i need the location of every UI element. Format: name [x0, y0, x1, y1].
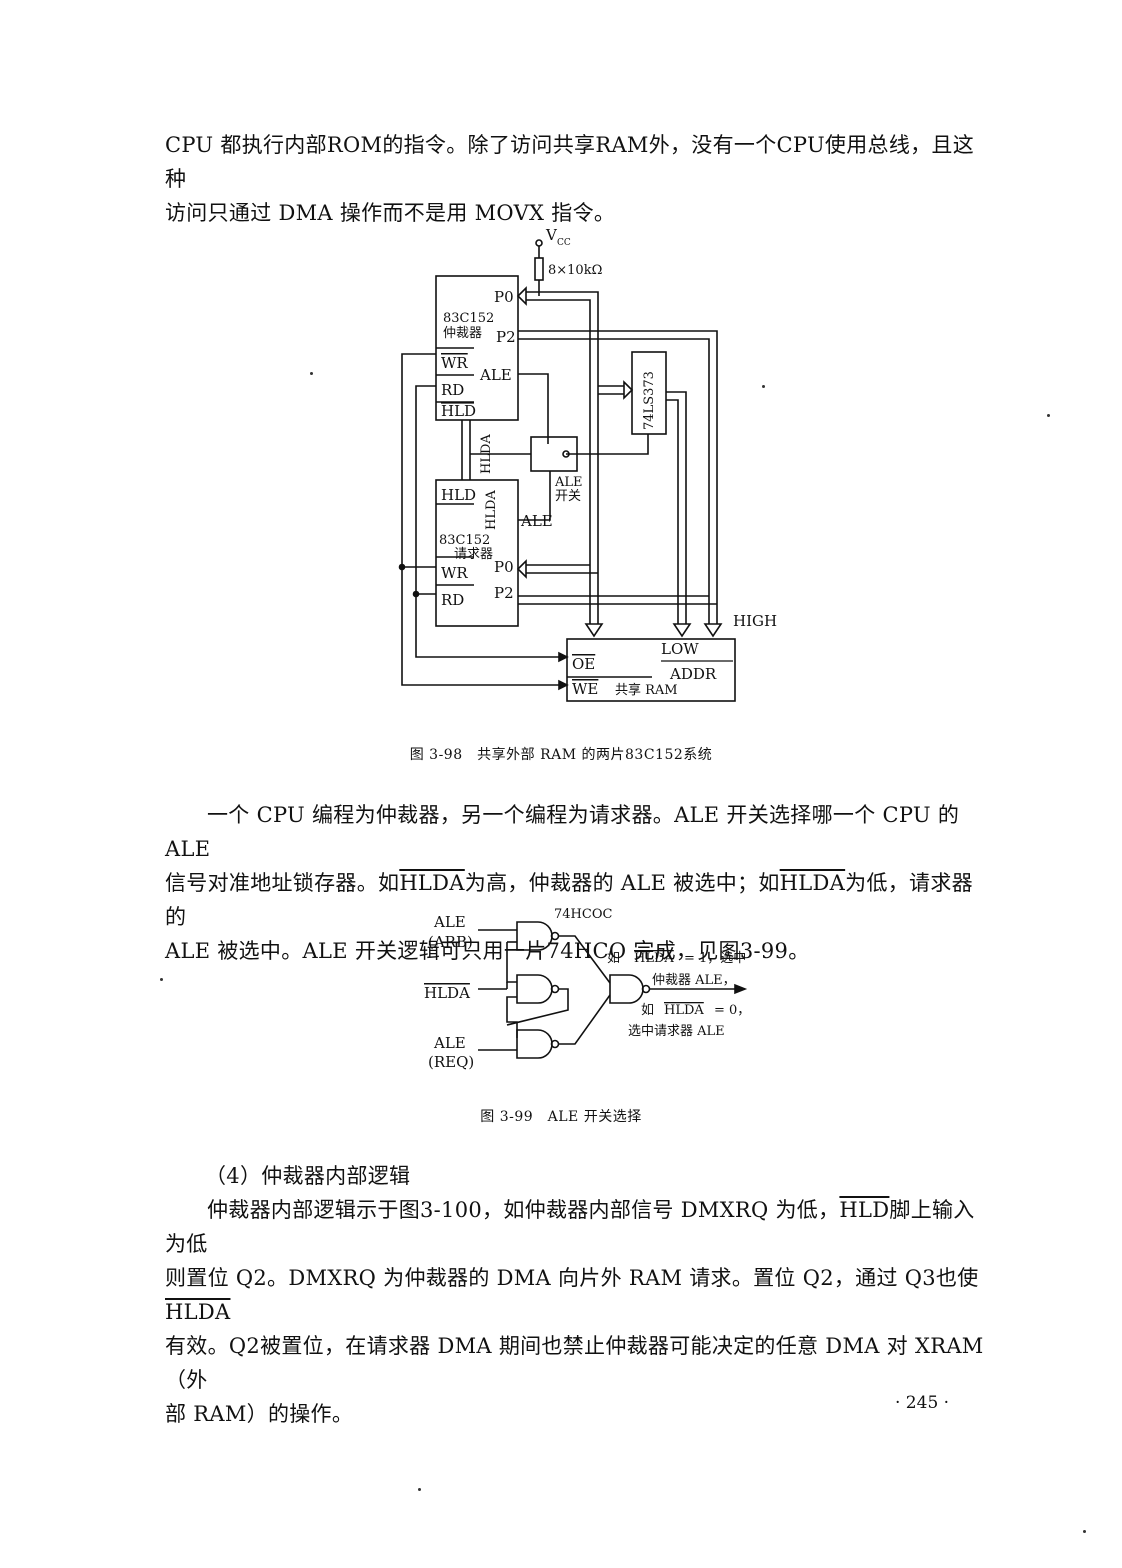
requester-hlda-label: HLDA — [484, 490, 499, 530]
latch-label: 74LS373 — [642, 371, 657, 430]
para2-line-2c: 为高，仲裁器的 ALE 被选中；如 — [464, 871, 780, 895]
gate-out-3c: = 0， — [714, 1003, 750, 1018]
gate-out-1a: 如 — [607, 950, 620, 966]
para2-line-3: ALE 被选中。ALE 开关逻辑可只用一片74HCO 完成，见图3-99。 — [165, 939, 810, 963]
requester-p2-label: P2 — [494, 584, 514, 602]
gate-out-3a: 如 — [641, 1002, 654, 1018]
scan-speck — [310, 372, 313, 375]
arbiter-hld-label: HLD — [441, 402, 476, 420]
section-line-3: 有效。Q2被置位，在请求器 DMA 期间也禁止仲裁器可能决定的任意 DMA 对 … — [165, 1334, 984, 1392]
ale-switch-label: ALE — [554, 475, 583, 490]
section-line-2a: 则置位 Q2。DMXRQ 为仲裁器的 DMA 向片外 RAM 请求。置位 Q2，… — [165, 1266, 979, 1290]
section-4-text: （4）仲裁器内部逻辑 仲裁器内部逻辑示于图3-100，如仲裁器内部信号 DMXR… — [165, 1159, 987, 1431]
gate-in1-sub-label: (ARB) — [428, 933, 473, 951]
requester-chip-label: 83C152 — [439, 533, 490, 548]
ale-switch-label-2: 开关 — [555, 489, 581, 504]
requester-role-label: 请求器 — [454, 547, 493, 562]
page-number: · 245 · — [895, 1393, 950, 1413]
gate-in3-sub-label: (REQ) — [428, 1053, 474, 1071]
ram-oe-label: OE — [572, 655, 595, 673]
scan-speck — [1083, 1530, 1086, 1533]
figure-3-99-caption: 图 3-99 ALE 开关选择 — [480, 1109, 642, 1125]
vcc-label: V — [545, 226, 558, 244]
gate-chip-label: 74HCOC — [554, 907, 612, 922]
figure-3-98-circuit: V CC 8×10kΩ P0 83C152 仲裁器 P2 WR ALE RD H… — [398, 226, 777, 702]
section-line-1c: 脚上输入为低 — [165, 1198, 975, 1256]
para2-hlda-1: HLDA — [399, 871, 465, 895]
intro-paragraph: CPU 都执行内部ROM的指令。除了访问共享RAM外，没有一个CPU使用总线，且… — [165, 128, 987, 230]
figure-3-98-caption: 图 3-98 共享外部 RAM 的两片83C152系统 — [409, 747, 713, 763]
section-line-1a: 仲裁器内部逻辑示于图3-100，如仲裁器内部信号 DMXRQ 为低， — [207, 1198, 840, 1222]
intro-line-2: 访问只通过 DMA 操作而不是用 MOVX 指令。 — [165, 201, 616, 225]
scan-speck — [1047, 414, 1050, 417]
arbiter-wr-label: WR — [441, 354, 468, 372]
gate-in2-label: HLDA — [424, 984, 470, 1002]
resistor-label: 8×10kΩ — [548, 263, 602, 278]
ram-name-label: 共享 RAM — [615, 682, 678, 698]
scan-speck — [370, 1338, 373, 1341]
ram-addr-label: ADDR — [669, 665, 717, 683]
requester-wr-label: WR — [441, 564, 468, 582]
requester-ale-label: ALE — [520, 512, 553, 530]
arbiter-role-label: 仲裁器 — [443, 325, 482, 341]
scan-speck — [762, 385, 765, 388]
arbiter-p2-label: P2 — [496, 328, 516, 346]
ram-we-label: WE — [572, 680, 598, 698]
gate-out-2: 仲裁器 ALE， — [652, 972, 736, 988]
arbiter-rd-label: RD — [441, 381, 464, 399]
high-label: HIGH — [733, 612, 777, 630]
section-heading: （4）仲裁器内部逻辑 — [205, 1164, 411, 1188]
gate-out-4: 选中请求器 ALE — [628, 1024, 725, 1039]
para2-line-2e: 为低，请求器的 — [165, 871, 973, 929]
gate-out-1b: HLDA — [634, 951, 674, 966]
section-hld: HLD — [839, 1198, 890, 1222]
intro-line-1: CPU 都执行内部ROM的指令。除了访问共享RAM外，没有一个CPU使用总线，且… — [165, 133, 975, 191]
gate-in1-label: ALE — [433, 913, 466, 931]
requester-hld-label: HLD — [441, 486, 476, 504]
requester-p0-label: P0 — [494, 558, 514, 576]
section-line-4: 部 RAM）的操作。 — [165, 1402, 354, 1426]
scan-speck — [160, 978, 163, 981]
scan-speck — [418, 1488, 421, 1491]
hlda-vertical-label: HLDA — [479, 434, 494, 474]
gate-in3-label: ALE — [433, 1034, 466, 1052]
arbiter-ale-label: ALE — [479, 366, 512, 384]
gate-out-1c: = 1，选中 — [684, 951, 746, 966]
arbiter-chip-label: 83C152 — [443, 311, 494, 326]
figure-3-99-gates: 74HCOC ALE (ARB) HLDA ALE (REQ) 如 HLDA =… — [424, 907, 750, 1071]
para2-hlda-2: HLDA — [779, 871, 846, 895]
requester-rd-label: RD — [441, 591, 464, 609]
arbiter-p0-label: P0 — [494, 288, 514, 306]
para2-line-2a: 信号对准地址锁存器。如 — [165, 871, 400, 895]
para2-line-1: 一个 CPU 编程为仲裁器，另一个编程为请求器。ALE 开关选择哪一个 CPU … — [165, 803, 960, 861]
section-hlda: HLDA — [165, 1300, 231, 1324]
gate-out-3b: HLDA — [664, 1003, 704, 1018]
vcc-sub-label: CC — [557, 238, 571, 248]
ram-low-label: LOW — [661, 640, 699, 658]
ale-switch-paragraph: 一个 CPU 编程为仲裁器，另一个编程为请求器。ALE 开关选择哪一个 CPU … — [165, 798, 987, 968]
